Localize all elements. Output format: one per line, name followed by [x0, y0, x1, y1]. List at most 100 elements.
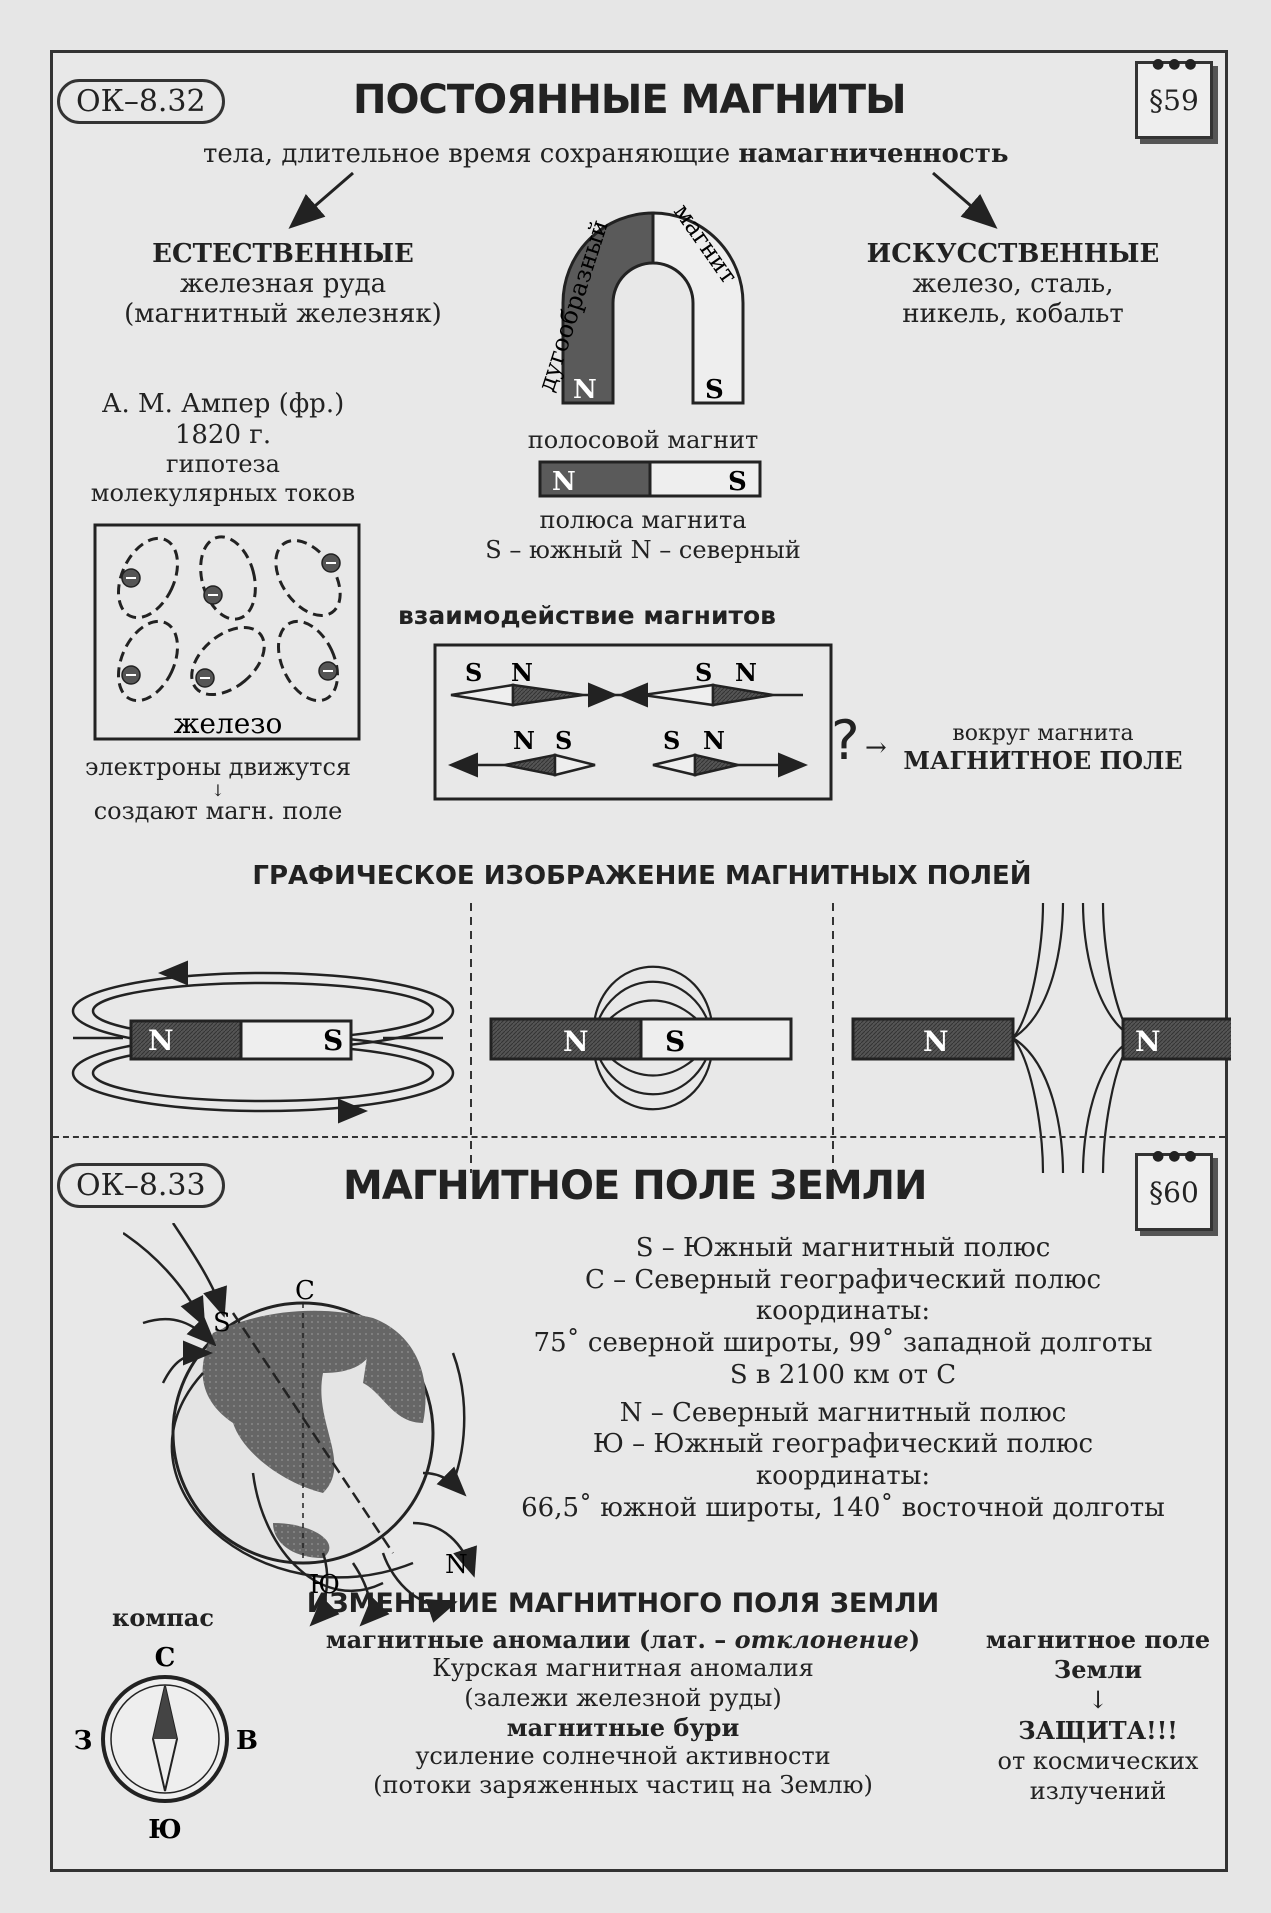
natural-line1: железная руда — [179, 269, 387, 299]
horseshoe-magnet: дугообразный магнит N S — [532, 198, 745, 405]
graphic-heading: ГРАФИЧЕСКОЕ ИЗОБРАЖЕНИЕ МАГНИТНЫХ ПОЛЕЙ — [252, 861, 1032, 891]
poles-legend: полюса магнита S – южный N – северный — [443, 505, 843, 565]
question-arrow-icon: → — [865, 733, 887, 763]
notebook-rings-icon: ●●● — [1152, 1148, 1201, 1164]
natural-heading: ЕСТЕСТВЕННЫЕ — [152, 239, 414, 269]
artificial-magnets: ИСКУССТВЕННЫЕ железо, сталь, никель, коб… — [813, 239, 1213, 329]
compass-yu: Ю — [148, 1815, 181, 1845]
protect-line1: магнитное поле — [985, 1625, 1211, 1654]
poles-line1: полюса магнита — [539, 506, 747, 534]
natural-line2: (магнитный железняк) — [124, 299, 442, 329]
molecular-currents-box: железо — [93, 523, 361, 741]
panel1-s: S — [323, 1024, 343, 1057]
ampere-line1: А. М. Ампер (фр.) — [101, 389, 345, 419]
horseshoe-pole-n: N — [573, 375, 597, 405]
protect-bold: ЗАЩИТА!!! — [1018, 1715, 1178, 1745]
bar-magnet-label: полосовой магнит — [527, 426, 759, 454]
globe-s: S — [213, 1308, 231, 1338]
storms-line: магнитные бури — [506, 1712, 740, 1742]
panel2-n: N — [563, 1025, 589, 1058]
question-mark: ? — [831, 709, 860, 772]
artificial-heading: ИСКУССТВЕННЫЕ — [866, 239, 1160, 269]
fact-line-2: С – Северный географический полюс — [584, 1264, 1102, 1295]
section-title-1: ПОСТОЯННЫЕ МАГНИТЫ — [353, 77, 907, 123]
bar-pole-s: S — [728, 467, 747, 497]
fact-line-8: координаты: — [755, 1461, 931, 1492]
reference-card: ОК–8.32 ПОСТОЯННЫЕ МАГНИТЫ ●●● §59 тела,… — [50, 50, 1231, 1872]
paragraph-badge-1: ●●● §59 — [1135, 56, 1213, 139]
artificial-line2: никель, кобальт — [902, 299, 1124, 329]
notebook-rings-icon: ●●● — [1152, 56, 1201, 72]
flows-line: (потоки заряженных частиц на Землю) — [373, 1771, 873, 1800]
section-title-2: МАГНИТНОЕ ПОЛЕ ЗЕМЛИ — [343, 1163, 927, 1209]
around-magnet: вокруг магнита — [952, 721, 1134, 746]
field-diagrams: N S N S N N — [71, 903, 1231, 1173]
anomaly-line: магнитные аномалии (лат. – отклонение) — [325, 1625, 921, 1654]
ampere-block: А. М. Ампер (фр.) 1820 г. гипотеза молек… — [73, 389, 373, 507]
change-heading: ИЗМЕНЕНИЕ МАГНИТНОГО ПОЛЯ ЗЕМЛИ — [306, 1588, 940, 1619]
card-code-2: ОК–8.33 — [57, 1163, 225, 1208]
ampere-after-1: электроны движутся — [84, 753, 352, 781]
pair3-b: S — [555, 726, 572, 755]
iron-label: железо — [174, 707, 283, 740]
compass-label: компас — [112, 1603, 214, 1632]
panel2-s: S — [665, 1025, 685, 1058]
section-divider — [53, 1136, 1225, 1138]
protect-arrow-icon: ↓ — [1087, 1686, 1109, 1715]
pair1-a: S — [465, 658, 482, 687]
paragraph-number: §59 — [1149, 83, 1199, 117]
magnetic-field-label: МАГНИТНОЕ ПОЛЕ — [903, 746, 1183, 775]
horseshoe-pole-s: S — [705, 375, 724, 405]
paragraph-badge-2: ●●● §60 — [1135, 1148, 1213, 1231]
arrow-natural-icon — [288, 171, 354, 229]
deposits-line: (залежи железной руды) — [464, 1683, 782, 1712]
kursk-line: Курская магнитная аномалия — [432, 1654, 814, 1683]
pair2-b: N — [735, 658, 757, 687]
compass-z: З — [74, 1726, 93, 1756]
globe-yu: Ю — [309, 1570, 340, 1600]
protect-line4: излучений — [1029, 1777, 1167, 1806]
compass-v: В — [236, 1726, 258, 1756]
compass-c: С — [155, 1643, 176, 1673]
ampere-line4: молекулярных токов — [90, 478, 356, 507]
paragraph-number-2: §60 — [1149, 1175, 1199, 1209]
change-block: магнитные аномалии (лат. – отклонение) К… — [253, 1625, 993, 1801]
bar-pole-n: N — [552, 467, 576, 497]
fact-line-9: 66,5˚ южной широты, 140˚ восточной долго… — [521, 1492, 1165, 1523]
artificial-line1: железо, сталь, — [912, 269, 1114, 299]
interaction-box: S N S N N S S N — [433, 643, 833, 801]
bar-magnet: N S — [538, 460, 762, 498]
earth-globe: С S N Ю — [123, 1223, 477, 1627]
fact-line-1: S – Южный магнитный полюс — [635, 1233, 1051, 1263]
arrow-artificial-icon — [932, 171, 998, 229]
pair2-a: S — [695, 658, 712, 687]
ampere-line3: гипотеза — [166, 450, 280, 479]
compass-icon: С З В Ю — [74, 1643, 258, 1845]
pair3-a: N — [513, 726, 535, 755]
solar-line: усиление солнечной активности — [415, 1742, 831, 1771]
fact-line-3: координаты: — [755, 1296, 931, 1327]
definition: тела, длительное время сохраняющие намаг… — [203, 139, 1009, 169]
pair4-a: S — [663, 726, 680, 755]
ampere-after-2: создают магн. поле — [93, 797, 343, 825]
magnetic-field-block: вокруг магнита МАГНИТНОЕ ПОЛЕ — [893, 721, 1193, 775]
interaction-heading: взаимодействие магнитов — [398, 601, 776, 630]
globe-c: С — [295, 1276, 315, 1306]
ampere-line2: 1820 г. — [174, 419, 272, 450]
globe-n: N — [445, 1550, 468, 1580]
field-lines-repel — [1012, 903, 1134, 1173]
fact-line-7: Ю – Южный географический полюс — [592, 1429, 1094, 1460]
panel1-n: N — [148, 1024, 174, 1057]
pair4-b: N — [703, 726, 725, 755]
poles-line2: S – южный N – северный — [485, 536, 801, 564]
pair1-b: N — [511, 658, 533, 687]
card-code-1: ОК–8.32 — [57, 79, 225, 124]
fact-line-6: N – Северный магнитный полюс — [619, 1397, 1067, 1428]
fact-line-4: 75˚ северной широты, 99˚ западной долгот… — [533, 1328, 1153, 1359]
protection-block: магнитное поле Земли ↓ ЗАЩИТА!!! от косм… — [963, 1625, 1233, 1806]
down-arrow-icon: ↓ — [211, 781, 225, 800]
protect-line3: от космических — [997, 1746, 1199, 1775]
earth-field-facts: S – Южный магнитный полюс С – Северный г… — [473, 1233, 1213, 1524]
natural-magnets: ЕСТЕСТВЕННЫЕ железная руда (магнитный же… — [83, 239, 483, 329]
panel3-n1: N — [923, 1025, 949, 1058]
